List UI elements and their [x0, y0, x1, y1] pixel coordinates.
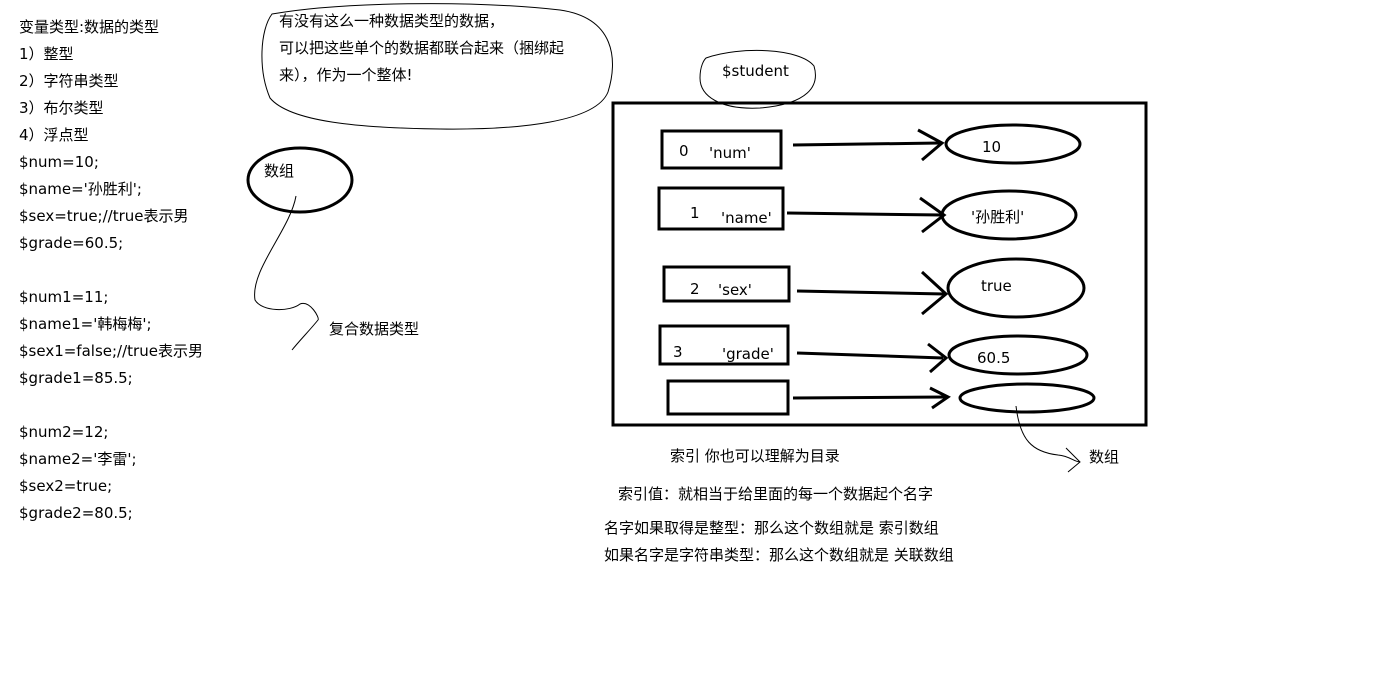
arrow-4	[792, 386, 951, 410]
index-1: 1	[690, 204, 700, 222]
code-line	[19, 392, 203, 419]
code-line: $name1='韩梅梅';	[19, 315, 152, 333]
key-box-4	[666, 379, 790, 416]
code-line: $sex2=true;	[19, 477, 113, 495]
speech-bubble	[261, 3, 613, 130]
code-line: $num1=11;	[19, 288, 109, 306]
array-label-right: 数组	[1089, 448, 1120, 466]
code-line: $name='孙胜利';	[19, 180, 142, 198]
code-line: $grade2=80.5;	[19, 504, 133, 522]
connector-squiggle-2	[1015, 405, 1081, 473]
value-ellipse-3	[947, 334, 1089, 376]
key-box-2	[662, 265, 791, 303]
code-line: 3）布尔类型	[19, 99, 104, 117]
string-key-note: 如果名字是字符串类型：那么这个数组就是 关联数组	[604, 546, 954, 564]
code-line: $grade1=85.5;	[19, 369, 133, 387]
array-label: 数组	[264, 162, 295, 180]
student-label: $student	[722, 62, 789, 80]
key-box-3	[658, 324, 790, 366]
arrow-2	[796, 270, 949, 316]
code-line: $sex1=false;//true表示男	[19, 342, 203, 360]
index-0: 0	[679, 142, 689, 160]
bubble-text: 有没有这么一种数据类型的数据， 可以把这些单个的数据都联合起来（捆绑起 来），作…	[279, 8, 564, 89]
value-3: 60.5	[977, 349, 1011, 367]
array-ellipse	[246, 146, 354, 214]
code-line: $name2='李雷';	[19, 450, 137, 468]
value-ellipse-0	[944, 123, 1082, 165]
student-ellipse	[699, 50, 816, 109]
composite-type-label: 复合数据类型	[329, 320, 420, 338]
key-1: 'name'	[721, 209, 772, 227]
value-2: true	[981, 277, 1012, 295]
index-2: 2	[690, 280, 700, 298]
value-ellipse-1	[940, 189, 1078, 241]
value-0: 10	[982, 138, 1002, 156]
key-box-0	[660, 129, 783, 170]
array-container	[611, 101, 1148, 427]
value-ellipse-4	[958, 382, 1096, 414]
bubble-line: 来），作为一个整体!	[279, 66, 413, 84]
index-3: 3	[673, 343, 683, 361]
arrow-0	[792, 128, 945, 162]
index-value-note: 索引值：就相当于给里面的每一个数据起个名字	[618, 485, 934, 503]
integer-key-note: 名字如果取得是整型：那么这个数组就是 索引数组	[604, 519, 939, 537]
value-ellipse-2	[946, 257, 1086, 319]
code-line: $grade=60.5;	[19, 234, 124, 252]
value-1: '孙胜利'	[971, 208, 1025, 226]
bubble-line: 可以把这些单个的数据都联合起来（捆绑起	[279, 39, 565, 57]
code-line: $num=10;	[19, 153, 99, 171]
code-line: 变量类型:数据的类型	[19, 18, 160, 36]
code-line: 4）浮点型	[19, 126, 89, 144]
index-note: 索引 你也可以理解为目录	[670, 447, 840, 465]
connector-squiggle	[254, 195, 319, 351]
code-line	[19, 257, 203, 284]
code-line: $sex=true;//true表示男	[19, 207, 189, 225]
arrow-1	[786, 196, 947, 234]
code-line: 1）整型	[19, 45, 74, 63]
code-line: $num2=12;	[19, 423, 109, 441]
bubble-line: 有没有这么一种数据类型的数据，	[279, 12, 505, 30]
arrow-3	[796, 342, 949, 374]
key-3: 'grade'	[722, 345, 774, 363]
code-line: 2）字符串类型	[19, 72, 119, 90]
variables-code-block: 变量类型:数据的类型 1）整型 2）字符串类型 3）布尔类型 4）浮点型 $num=10;…	[19, 14, 203, 527]
key-0: 'num'	[709, 144, 751, 162]
key-2: 'sex'	[718, 281, 752, 299]
key-box-1	[657, 186, 785, 231]
